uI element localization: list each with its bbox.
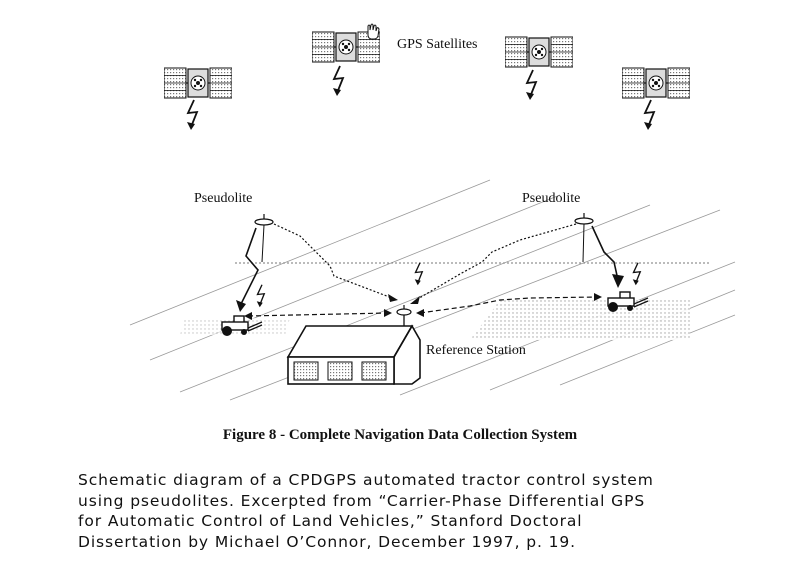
lightning-icon (414, 262, 423, 286)
satellite-icon (505, 36, 573, 68)
satellite-icon (164, 67, 232, 99)
caption-line: for Automatic Control of Land Vehicles,”… (78, 512, 583, 530)
pseudolite-left-label: Pseudolite (194, 191, 253, 206)
pseudolite-reference-link (273, 223, 393, 299)
pointing-hand-icon (367, 23, 380, 40)
plowed-field-area (470, 300, 690, 340)
pseudolite-antenna-icon (574, 213, 594, 263)
lightning-icon (643, 99, 655, 131)
pseudolite-right-label: Pseudolite (522, 191, 581, 206)
pseudolite-signal (591, 225, 619, 281)
reference-station-label: Reference Station (426, 343, 526, 358)
pseudolite-antenna-icon (254, 214, 274, 263)
pseudolite-signal (239, 227, 259, 307)
field-rows (129, 179, 736, 401)
pseudolite-reference-link (415, 223, 577, 301)
satellite-icon (622, 67, 690, 99)
caption-line: Schematic diagram of a CPDGPS automated … (78, 471, 654, 489)
reference-station-building-icon (286, 305, 421, 385)
caption-line: Dissertation by Michael O’Connor, Decemb… (78, 532, 576, 551)
lightning-icon (525, 69, 537, 101)
lightning-icon (632, 262, 641, 286)
lightning-icon (332, 65, 344, 97)
gps-satellites-label: GPS Satellites (397, 37, 478, 52)
figure-caption: Schematic diagram of a CPDGPS automated … (78, 470, 788, 552)
tractor-reference-link (247, 312, 389, 317)
figure-title: Figure 8 - Complete Navigation Data Coll… (222, 427, 578, 443)
tractor-reference-link (419, 296, 599, 314)
caption-line: using pseudolites. Excerpted from “Carri… (78, 491, 646, 510)
lightning-icon (256, 284, 265, 308)
navigation-system-diagram (129, 23, 736, 401)
lightning-icon (186, 99, 198, 131)
